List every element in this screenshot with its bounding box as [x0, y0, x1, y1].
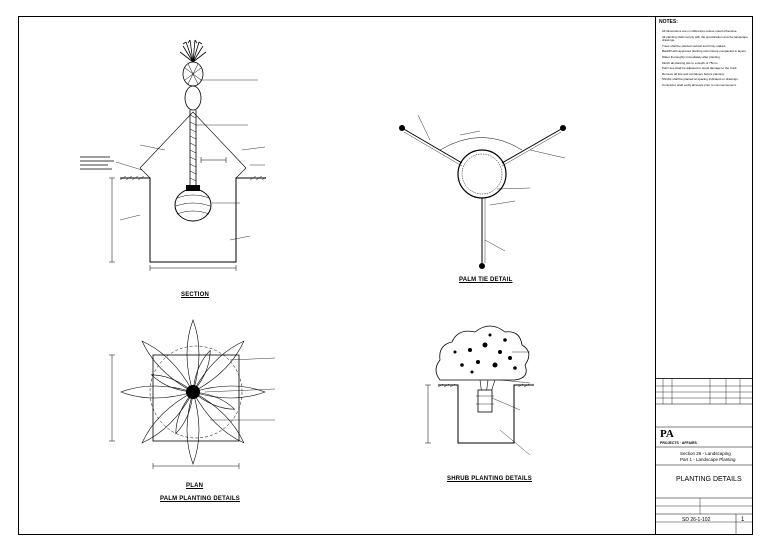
- shrub-planting-drawing: [425, 325, 534, 456]
- palm-plan-drawing: [109, 319, 276, 469]
- note-item: Backfill with approved planting soil mix…: [662, 49, 747, 54]
- title-block: [655, 378, 753, 535]
- notes-list: All dimensions are in millimetres unless…: [662, 29, 754, 90]
- notes-heading: NOTES:: [659, 19, 678, 25]
- note-item: All dimensions are in millimetres unless…: [662, 29, 738, 33]
- plan-title: PLAN: [186, 483, 204, 489]
- note-item: Mulch all planting pits to a depth of 75…: [662, 60, 719, 65]
- drawing-number: SD 26-1-102: [682, 517, 711, 523]
- note-item: Palm ties shall be adjusted to avoid dam…: [662, 66, 738, 71]
- note-item: Trees shall be planted vertical and firm…: [662, 43, 727, 48]
- palm-planting-details-title: PALM PLANTING DETAILS: [160, 496, 240, 502]
- drawing-title: PLANTING DETAILS: [676, 476, 742, 483]
- note-item: Contractor shall verify all levels prior…: [662, 82, 737, 87]
- section-annotation-block: [80, 155, 116, 176]
- note-item: Remove all ties and containers before pl…: [662, 71, 725, 76]
- palm-section-drawing: [109, 39, 267, 271]
- note-item: All planting shall comply with the speci…: [662, 34, 748, 43]
- company-name: PROJECTS · AFFAIRS: [660, 441, 697, 445]
- shrub-planting-details-title: SHRUB PLANTING DETAILS: [447, 476, 532, 482]
- project-line-1: Section 26 - Landscaping: [680, 451, 731, 456]
- section-title: SECTION: [181, 292, 210, 298]
- company-logo: PA: [660, 428, 674, 440]
- palm-tie-detail-title: PALM TIE DETAIL: [459, 277, 513, 283]
- project-line-2: Part 1 - Landscape Planting: [680, 457, 736, 462]
- note-item: Water thoroughly immediately after plant…: [662, 54, 721, 59]
- note-item: Shrubs shall be planted at spacing indic…: [662, 77, 739, 82]
- revision-number: 1: [741, 517, 745, 523]
- palm-tie-detail-drawing: [399, 114, 566, 269]
